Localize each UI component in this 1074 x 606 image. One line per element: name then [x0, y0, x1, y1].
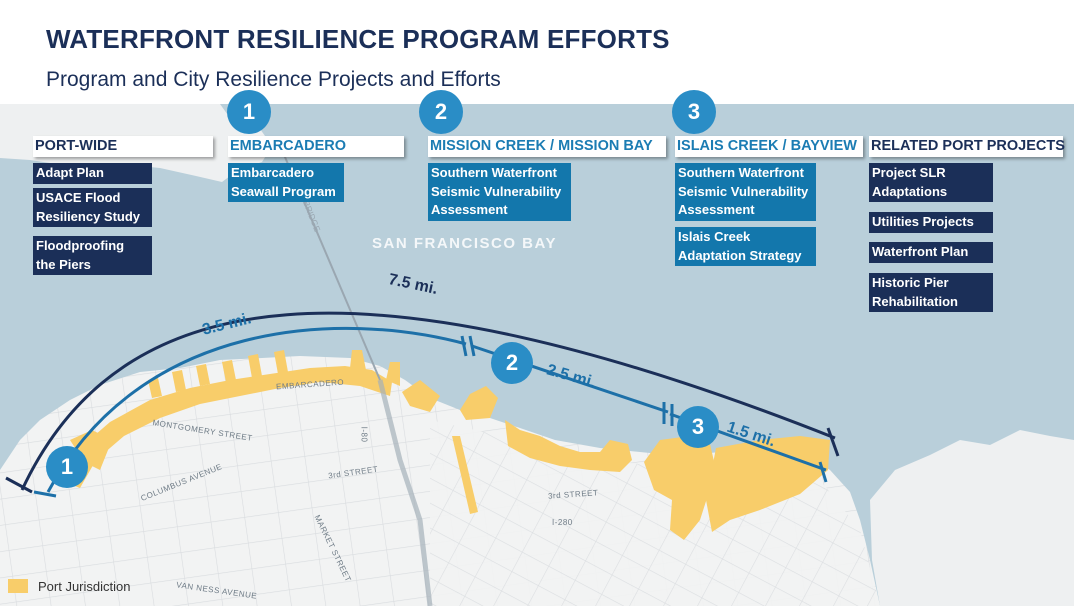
- port-jurisdiction-areas: [60, 350, 830, 540]
- map-badge-2: 2: [491, 342, 533, 384]
- related-item-waterfront-plan: Waterfront Plan: [869, 242, 993, 263]
- legend-label: Port Jurisdiction: [38, 578, 131, 594]
- islais-item-seismic-assessment: Southern Waterfront Seismic Vulnerabilit…: [675, 163, 816, 221]
- mission-creek-header: MISSION CREEK / MISSION BAY: [428, 136, 666, 157]
- column-badge-3: 3: [672, 90, 716, 134]
- column-badge-2: 2: [419, 90, 463, 134]
- map-badge-1: 1: [46, 446, 88, 488]
- related-port-projects-header: RELATED PORT PROJECTS: [869, 136, 1065, 157]
- bay-label: SAN FRANCISCO BAY: [372, 235, 557, 252]
- related-item-utilities: Utilities Projects: [869, 212, 993, 233]
- segment-1-arc: [46, 326, 467, 493]
- mission-item-seismic-assessment: Southern Waterfront Seismic Vulnerabilit…: [428, 163, 571, 221]
- embarcadero-header: EMBARCADERO: [228, 136, 404, 157]
- hunters-point-land: [870, 430, 1074, 606]
- port-wide-item-usace-study: USACE Flood Resiliency Study: [33, 188, 152, 227]
- islais-item-adaptation-strategy: Islais Creek Adaptation Strategy: [675, 227, 816, 266]
- map-legend: Port Jurisdiction: [8, 576, 130, 596]
- embarcadero-item-seawall: Embarcadero Seawall Program: [228, 163, 344, 202]
- outer-distance-arc: [20, 311, 836, 491]
- islais-creek-header: ISLAIS CREEK / BAYVIEW: [675, 136, 863, 157]
- related-item-slr-adaptations: Project SLR Adaptations: [869, 163, 993, 202]
- related-item-historic-pier: Historic Pier Rehabilitation: [869, 273, 993, 312]
- column-badge-1: 1: [227, 90, 271, 134]
- port-wide-item-adapt-plan: Adapt Plan: [33, 163, 152, 184]
- port-jurisdiction-swatch: [8, 579, 28, 593]
- map-badge-3: 3: [677, 406, 719, 448]
- page-title: WATERFRONT RESILIENCE PROGRAM EFFORTS: [46, 24, 670, 54]
- port-wide-header: PORT-WIDE: [33, 136, 213, 157]
- street-label-i80: I-80: [359, 426, 369, 443]
- page-subtitle: Program and City Resilience Projects and…: [46, 68, 501, 91]
- street-label-i280: I-280: [552, 518, 573, 527]
- port-wide-item-floodproofing: Floodproofing the Piers: [33, 236, 152, 275]
